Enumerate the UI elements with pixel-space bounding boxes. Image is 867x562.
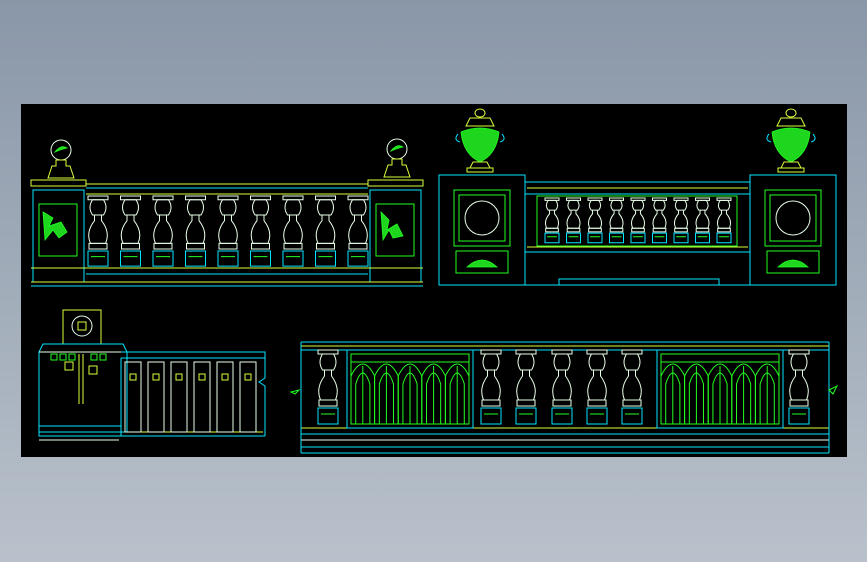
balusters-row-2 — [544, 197, 732, 244]
baluster — [544, 197, 560, 244]
cad-viewport — [21, 104, 847, 457]
fence-picket — [193, 361, 211, 433]
baluster — [217, 195, 239, 267]
urn-finial-right — [766, 108, 816, 173]
baluster — [630, 197, 646, 244]
baluster — [315, 195, 336, 267]
gothic-arch-panel — [346, 349, 474, 429]
panel-balustrade-urn-finials — [438, 108, 837, 286]
baluster — [87, 195, 109, 267]
baluster — [551, 349, 573, 425]
urn-finial-left — [455, 108, 505, 173]
cad-drawing — [30, 108, 839, 454]
baluster — [120, 195, 141, 267]
baluster — [566, 197, 581, 244]
baluster — [480, 349, 502, 425]
fence-picket — [170, 361, 188, 433]
baluster — [716, 197, 732, 244]
panel-balustrade-gothic — [289, 341, 839, 454]
fence-pickets — [124, 361, 257, 433]
fence-picket — [216, 361, 234, 433]
gothic-arch-panel — [656, 349, 784, 429]
baluster — [621, 349, 643, 425]
baluster — [185, 195, 206, 267]
baluster — [673, 197, 689, 244]
fence-picket — [124, 361, 142, 433]
baluster — [695, 197, 710, 244]
ball-finial-left — [47, 139, 75, 179]
baluster — [152, 195, 174, 267]
baluster — [652, 197, 667, 244]
baluster — [282, 195, 304, 267]
fence-picket — [239, 361, 257, 433]
baluster — [347, 195, 369, 267]
baluster — [609, 197, 624, 244]
baluster — [788, 349, 810, 425]
panel-balustrade-ball-finials — [30, 138, 424, 287]
baluster — [515, 349, 537, 425]
fence-picket — [147, 361, 165, 433]
gothic-panels — [346, 349, 784, 429]
panel-gate-pillar — [38, 309, 266, 441]
baluster — [250, 195, 271, 267]
balusters-row-4 — [317, 349, 810, 425]
ball-finial-right — [383, 138, 411, 178]
baluster — [586, 349, 608, 425]
balusters-row-1 — [87, 195, 369, 267]
baluster — [587, 197, 603, 244]
baluster — [317, 349, 339, 425]
